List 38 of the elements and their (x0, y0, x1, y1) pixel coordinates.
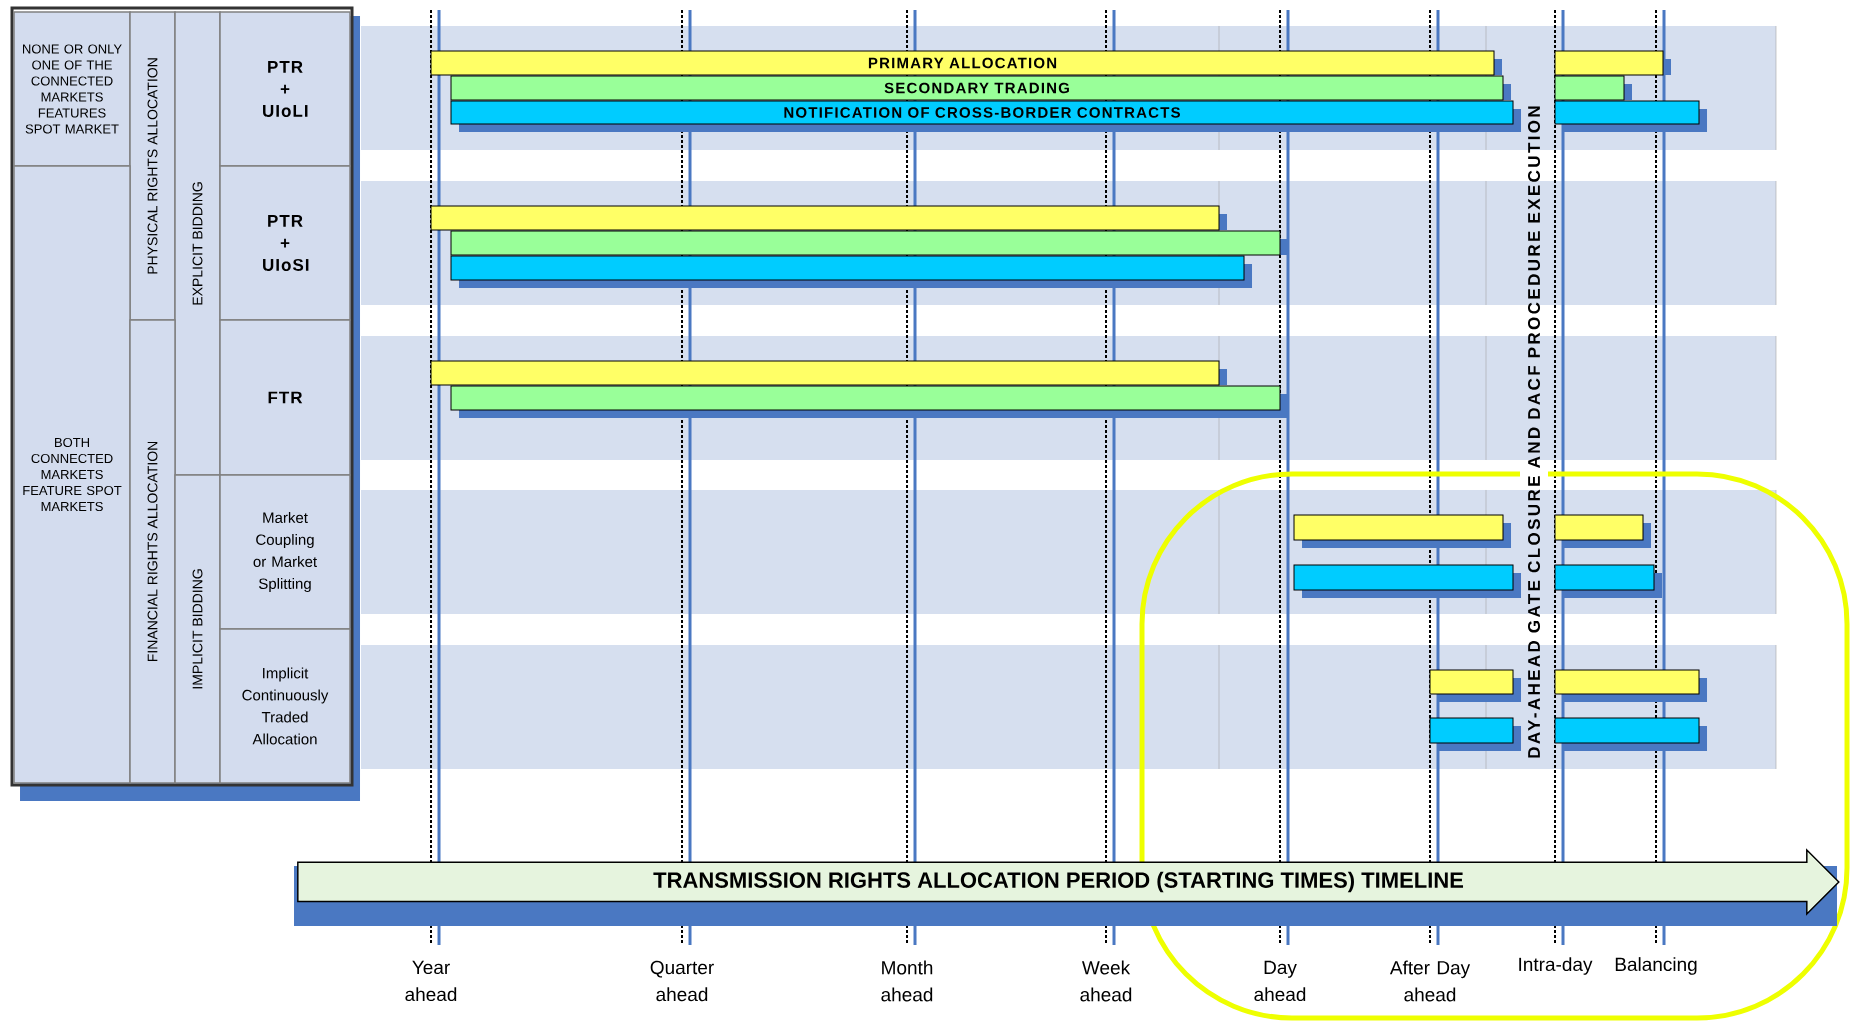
time-label: Day ahead (1254, 960, 1306, 1002)
category-cell: FTR (219, 319, 351, 476)
allocation-bar (450, 255, 1252, 288)
allocation-bar (1554, 50, 1671, 76)
time-label: Month ahead (881, 960, 933, 1002)
category-cell: EXPLICIT BIDDING (174, 11, 221, 476)
allocation-bar: PRIMARY ALLOCATION (430, 50, 1502, 76)
allocation-bar (450, 230, 1288, 256)
allocation-bar (1429, 717, 1521, 751)
time-label: Intra-day (1519, 957, 1593, 975)
allocation-bar (1554, 669, 1707, 702)
category-cell: FINANCIAL RIGHTS ALLOCATION (129, 319, 176, 784)
time-label: Year ahead (405, 960, 457, 1002)
allocation-bar (1429, 669, 1521, 702)
allocation-bar (1554, 75, 1632, 101)
allocation-bar (1293, 514, 1511, 548)
allocation-bar (1554, 100, 1707, 132)
time-label: Quarter ahead (650, 960, 714, 1002)
allocation-bar: SECONDARY TRADING (450, 75, 1511, 101)
category-cell: PTR + UIoLI (219, 11, 351, 167)
allocation-bar (430, 360, 1227, 386)
time-label: Balancing (1615, 957, 1697, 975)
category-cell: NONE OR ONLY ONE OF THE CONNECTED MARKETS FEATURES SPOT MARKET (13, 11, 131, 167)
allocation-bar (430, 205, 1227, 231)
allocation-bar (1554, 514, 1651, 548)
category-cell: Implicit Continuously Traded Allocation (219, 628, 351, 784)
time-label: After Day ahead (1389, 960, 1471, 1002)
time-label: Week ahead (1080, 960, 1132, 1002)
allocation-bar (450, 385, 1288, 418)
category-cell: PTR + UIoSI (219, 165, 351, 321)
vertical-caption: DAY-AHEAD GATE CLOSURE AND DACF PROCEDURE EXECUTION (1528, 106, 1541, 758)
allocation-bar (1293, 564, 1521, 598)
category-cell: Market Coupling or Market Splitting (219, 474, 351, 630)
allocation-bar: NOTIFICATION OF CROSS-BORDER CONTRACTS (450, 100, 1521, 132)
allocation-bar (1554, 717, 1707, 751)
category-cell: IMPLICIT BIDDING (174, 474, 221, 784)
category-cell: PHYSICAL RIGHTS ALLOCATION (129, 11, 176, 321)
allocation-bar (1554, 564, 1662, 598)
